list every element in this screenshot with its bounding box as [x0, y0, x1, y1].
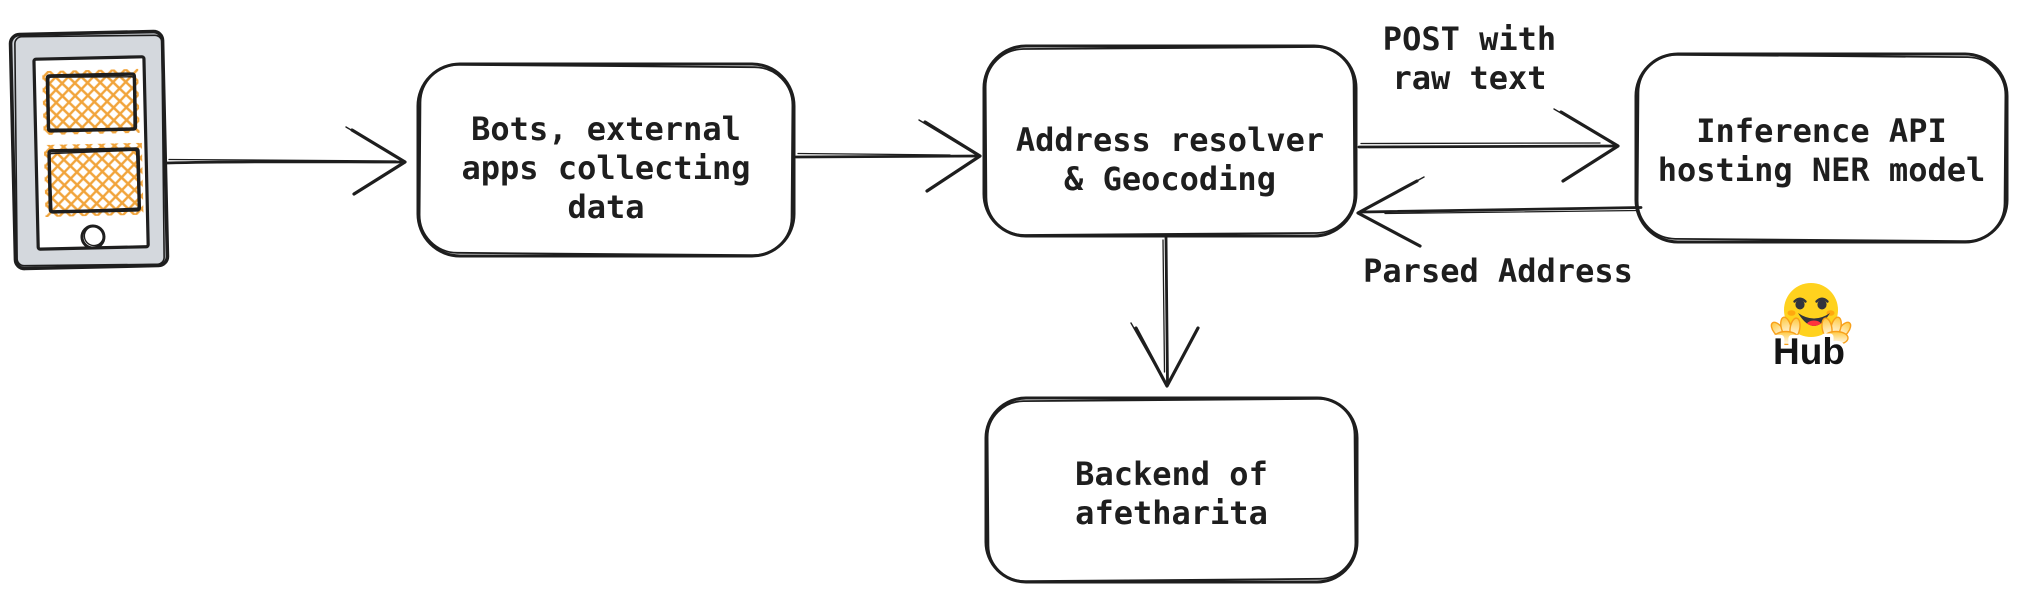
- node-bots-label: Bots, external apps collecting data: [461, 110, 751, 226]
- phone-content-block-2-echo: [48, 149, 140, 213]
- phone-content-block-1: [45, 72, 138, 133]
- edge-label-parsed-address: Parsed Address: [1363, 252, 1633, 290]
- arrow-resolver-to-backend: [1130, 234, 1200, 388]
- phone-content-block-1-echo: [48, 76, 135, 130]
- hugging-face-emoji: [1770, 283, 1854, 346]
- arrow-inference-to-resolver: [1356, 176, 1643, 248]
- hf-blush-left: [1787, 310, 1796, 316]
- node-backend: [984, 396, 1359, 584]
- hf-brow-left: [1793, 297, 1807, 303]
- phone-home-button-echo: [83, 225, 105, 247]
- hf-eye-left: [1795, 299, 1805, 310]
- hub-label: Hub: [1773, 331, 1845, 372]
- phone-content-block-1-hatch: [42, 68, 140, 136]
- node-resolver: [982, 44, 1358, 238]
- edge-label-post-raw-text: POST with raw text: [1382, 20, 1557, 97]
- arrow-bots-to-resolver: [794, 119, 982, 193]
- hf-brow-right: [1815, 297, 1829, 303]
- node-inference-label: Inference API hosting NER model: [1657, 112, 1986, 189]
- hf-left-hand: [1770, 316, 1801, 346]
- phone-body-sketch-echo: [14, 34, 165, 267]
- phone-content-block-2-hatch: [43, 142, 144, 218]
- node-inference: [1634, 52, 2009, 244]
- hf-eye-right: [1817, 299, 1827, 310]
- hf-tongue: [1806, 320, 1822, 326]
- node-bots: [416, 62, 796, 258]
- mobile-phone-icon: [8, 29, 170, 271]
- arrow-resolver-to-inference: [1357, 108, 1620, 183]
- node-resolver-label: Address resolver & Geocoding: [1015, 121, 1325, 198]
- node-backend-label: Backend of afetharita: [1075, 455, 1268, 532]
- phone-content-block-2: [47, 147, 142, 214]
- arrow-phone-to-bots: [165, 126, 407, 196]
